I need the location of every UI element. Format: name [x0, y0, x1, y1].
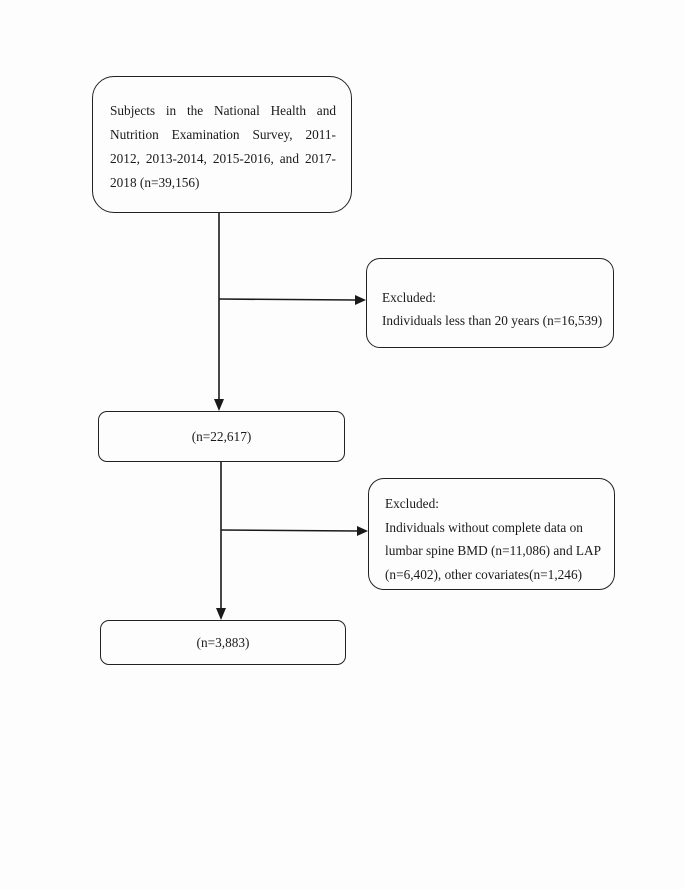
arrowhead-down-1 [214, 399, 224, 411]
exclusion-2-heading: Excluded: [385, 496, 439, 511]
count-box-1: (n=22,617) [98, 411, 345, 462]
exclusion-1-text: Individuals less than 20 years (n=16,539… [382, 313, 603, 328]
count-box-2-text: (n=3,883) [196, 634, 250, 650]
subjects-box: Subjects in the National Health and Nutr… [92, 76, 352, 213]
arrowhead-right-1 [355, 295, 366, 305]
exclusion-box-2: Excluded: Individuals without complete d… [368, 478, 615, 590]
exclusion-2-text: Individuals without complete data on lum… [385, 519, 601, 582]
exclusion-box-1-content: Excluded: Individuals less than 20 years… [382, 286, 612, 332]
arrowhead-down-2 [216, 608, 226, 620]
subjects-box-text: Subjects in the National Health and Nutr… [110, 103, 336, 190]
count-box-2: (n=3,883) [100, 620, 346, 665]
exclusion-box-1: Excluded: Individuals less than 20 years… [366, 258, 614, 348]
exclusion-1-heading: Excluded: [382, 290, 436, 305]
count-box-1-text: (n=22,617) [191, 428, 252, 444]
branch-connector-2 [220, 529, 359, 532]
exclusion-box-2-content: Excluded: Individuals without complete d… [385, 492, 611, 586]
arrowhead-right-2 [357, 526, 368, 536]
branch-connector-1 [218, 298, 357, 301]
